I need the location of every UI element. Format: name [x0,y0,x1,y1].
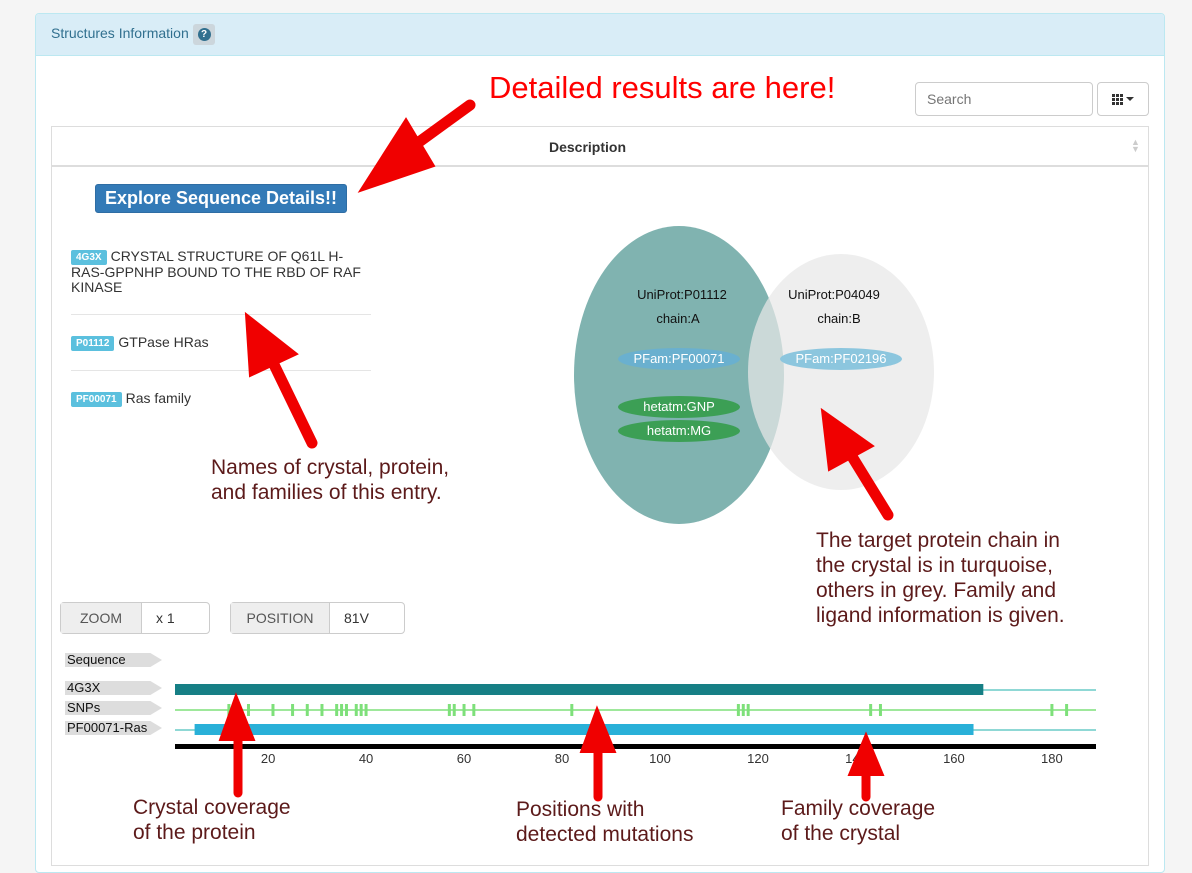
snp-marker [570,704,574,716]
axis-tick-label: 140 [845,751,867,766]
names-annotation: Names of crystal, protein,and families o… [211,456,450,504]
pfam-b-ellipse[interactable] [780,348,902,370]
uniprot-badge[interactable]: P01112 [71,336,115,351]
track-label-sequence[interactable]: Sequence [65,653,162,667]
zoom-value[interactable]: x 1 [156,610,175,626]
chain-venn-diagram: UniProt:P01112 chain:A UniProt:P04049 ch… [574,226,934,524]
snp-marker [246,704,250,716]
snp-marker [472,704,476,716]
chain-b-label: chain:B [817,311,860,326]
pfam-a-ellipse[interactable] [618,348,740,370]
search-input[interactable] [915,82,1093,116]
chain-b-ellipse[interactable] [748,254,934,490]
snp-marker [320,704,324,716]
axis-tick-label: 40 [359,751,373,766]
snp-marker [452,704,456,716]
snp-marker [878,704,882,716]
snp-marker [344,704,348,716]
axis-tick-label: 120 [747,751,769,766]
track-label-family[interactable]: PF00071-Ras [65,721,162,735]
pfam-badge[interactable]: PF00071 [71,392,122,407]
chain-b-uniprot: UniProt:P04049 [788,287,880,302]
pfam-b-label: PFam:PF02196 [795,351,886,366]
table-header[interactable] [52,127,1148,167]
question-icon[interactable]: ? [193,24,215,45]
snp-marker [736,704,740,716]
snp-marker [305,704,309,716]
pdb-badge[interactable]: 4G3X [71,250,107,265]
snp-marker [746,704,750,716]
snp-marker [354,704,358,716]
chain-a-uniprot: UniProt:P01112 [637,287,727,302]
ligand-gnp-ellipse[interactable] [618,396,740,418]
chain-a-label: chain:A [656,311,700,326]
entry-text: GTPase HRas [118,334,209,350]
position-label: POSITION [231,603,330,633]
axis-tick-label: 60 [457,751,471,766]
sort-icon[interactable]: ▲▼ [1131,137,1140,154]
ligand-gnp-label: hetatm:GNP [643,399,715,414]
axis-line [175,744,1096,749]
snp-marker [340,704,344,716]
axis-tick-label: 20 [261,751,275,766]
axis-tick-label: 80 [555,751,569,766]
entry-text: CRYSTAL STRUCTURE OF Q61L H-RAS-GPPNHP B… [71,248,361,295]
ligand-mg-ellipse[interactable] [618,420,740,442]
chain-a-ellipse[interactable] [574,226,784,524]
sequence-tracks[interactable]: 20 40 60 80 100 120 140 160 180 [160,670,1110,770]
snp-marker [741,704,745,716]
track-label-snps[interactable]: SNPs [65,701,162,715]
snp-marker [447,704,451,716]
snp-marker [869,704,873,716]
axis-tick-label: 160 [943,751,965,766]
caret-down-icon [1126,97,1134,101]
divider [71,314,371,315]
ligand-mg-label: hetatm:MG [647,423,711,438]
snp-marker [364,704,368,716]
track-label-crystal[interactable]: 4G3X [65,681,162,695]
panel-title: Structures Information [51,25,189,41]
position-value[interactable]: 81V [344,610,369,626]
panel-heading [36,14,1164,56]
snp-marker [359,704,363,716]
headline-annotation: Detailed results are here! [489,70,836,105]
axis-tick-label: 180 [1041,751,1063,766]
family-coverage-bar [194,724,974,735]
columns-toggle-button[interactable] [1097,82,1149,116]
zoom-label: ZOOM [61,603,142,633]
zoom-control[interactable]: ZOOM x 1 [60,602,210,634]
divider [71,370,371,371]
position-control[interactable]: POSITION 81V [230,602,405,634]
snp-marker [1065,704,1069,716]
snp-marker [1050,704,1054,716]
snp-marker [232,704,236,716]
column-description[interactable]: Description [549,139,627,155]
snp-marker [462,704,466,716]
snp-marker [271,704,275,716]
grid-icon [1112,93,1123,105]
pfam-a-label: PFam:PF00071 [633,351,724,366]
snp-marker [335,704,339,716]
explore-sequence-button[interactable]: Explore Sequence Details!! [95,184,347,213]
snp-marker [227,704,231,716]
crystal-coverage-bar [175,684,984,695]
snp-marker [291,704,295,716]
axis-tick-label: 100 [649,751,671,766]
entry-text: Ras family [125,390,191,406]
